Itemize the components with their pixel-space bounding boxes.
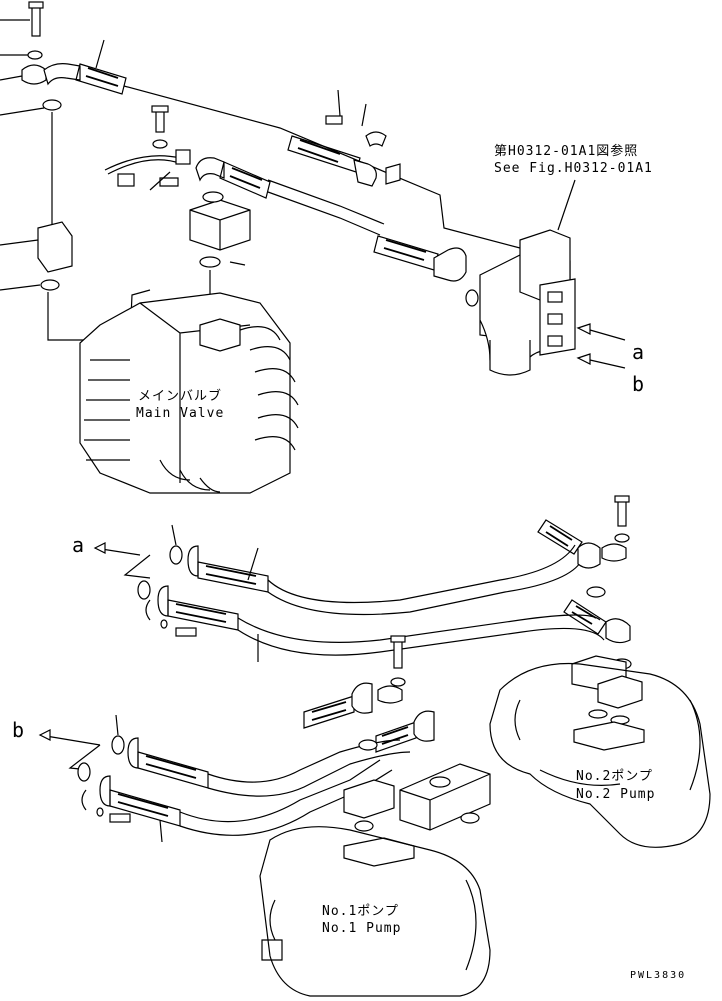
bottom-hose-4 <box>81 710 435 843</box>
sensor-harness-top <box>104 105 191 191</box>
arrow-b-label-bottom: b <box>12 718 25 742</box>
bottom-hose-3 <box>127 682 411 797</box>
ref-fig-en-label: See Fig.H0312-01A1 <box>494 161 653 176</box>
main-valve-body <box>79 292 299 494</box>
pump1-body <box>259 826 491 997</box>
arrow-a-label-bottom: a <box>72 533 85 557</box>
pump1-jp-label: No.1ポンプ <box>322 904 399 919</box>
pump2-jp-label: No.2ポンプ <box>576 769 653 784</box>
pump2-en-label: No.2 Pump <box>576 787 656 802</box>
arrow-b-label-top: b <box>632 372 645 396</box>
left-vertical-line <box>0 112 151 341</box>
center-top-block <box>189 191 251 345</box>
middle-bolt-group <box>377 635 406 704</box>
pump1-en-label: No.1 Pump <box>322 921 402 936</box>
pump2-adapter-blocks <box>571 655 645 751</box>
arrow-a-group <box>93 524 183 600</box>
bottom-hose-2 <box>145 585 631 662</box>
pump2-body <box>489 662 711 848</box>
main-valve-jp-label: メインバルブ <box>138 389 223 404</box>
ref-fig-jp-label: 第H0312-01A1図参照 <box>494 144 639 159</box>
arrow-a-label-top: a <box>632 340 645 364</box>
pump1-adapter-blocks <box>343 739 491 867</box>
top-hose-1 <box>43 39 521 249</box>
right-bolt-group <box>586 495 632 670</box>
main-valve-en-label: Main Valve <box>136 406 225 421</box>
arrow-b-group <box>38 714 125 782</box>
top-left-bolt-group <box>0 1 62 116</box>
top-hose-4 <box>373 235 479 307</box>
pilot-valve-block <box>479 179 626 376</box>
bottom-hose-1 <box>187 519 601 616</box>
top-hose-3 <box>287 89 401 187</box>
top-hose-2 <box>195 157 385 236</box>
drawing-number: PWL3830 <box>630 970 687 981</box>
